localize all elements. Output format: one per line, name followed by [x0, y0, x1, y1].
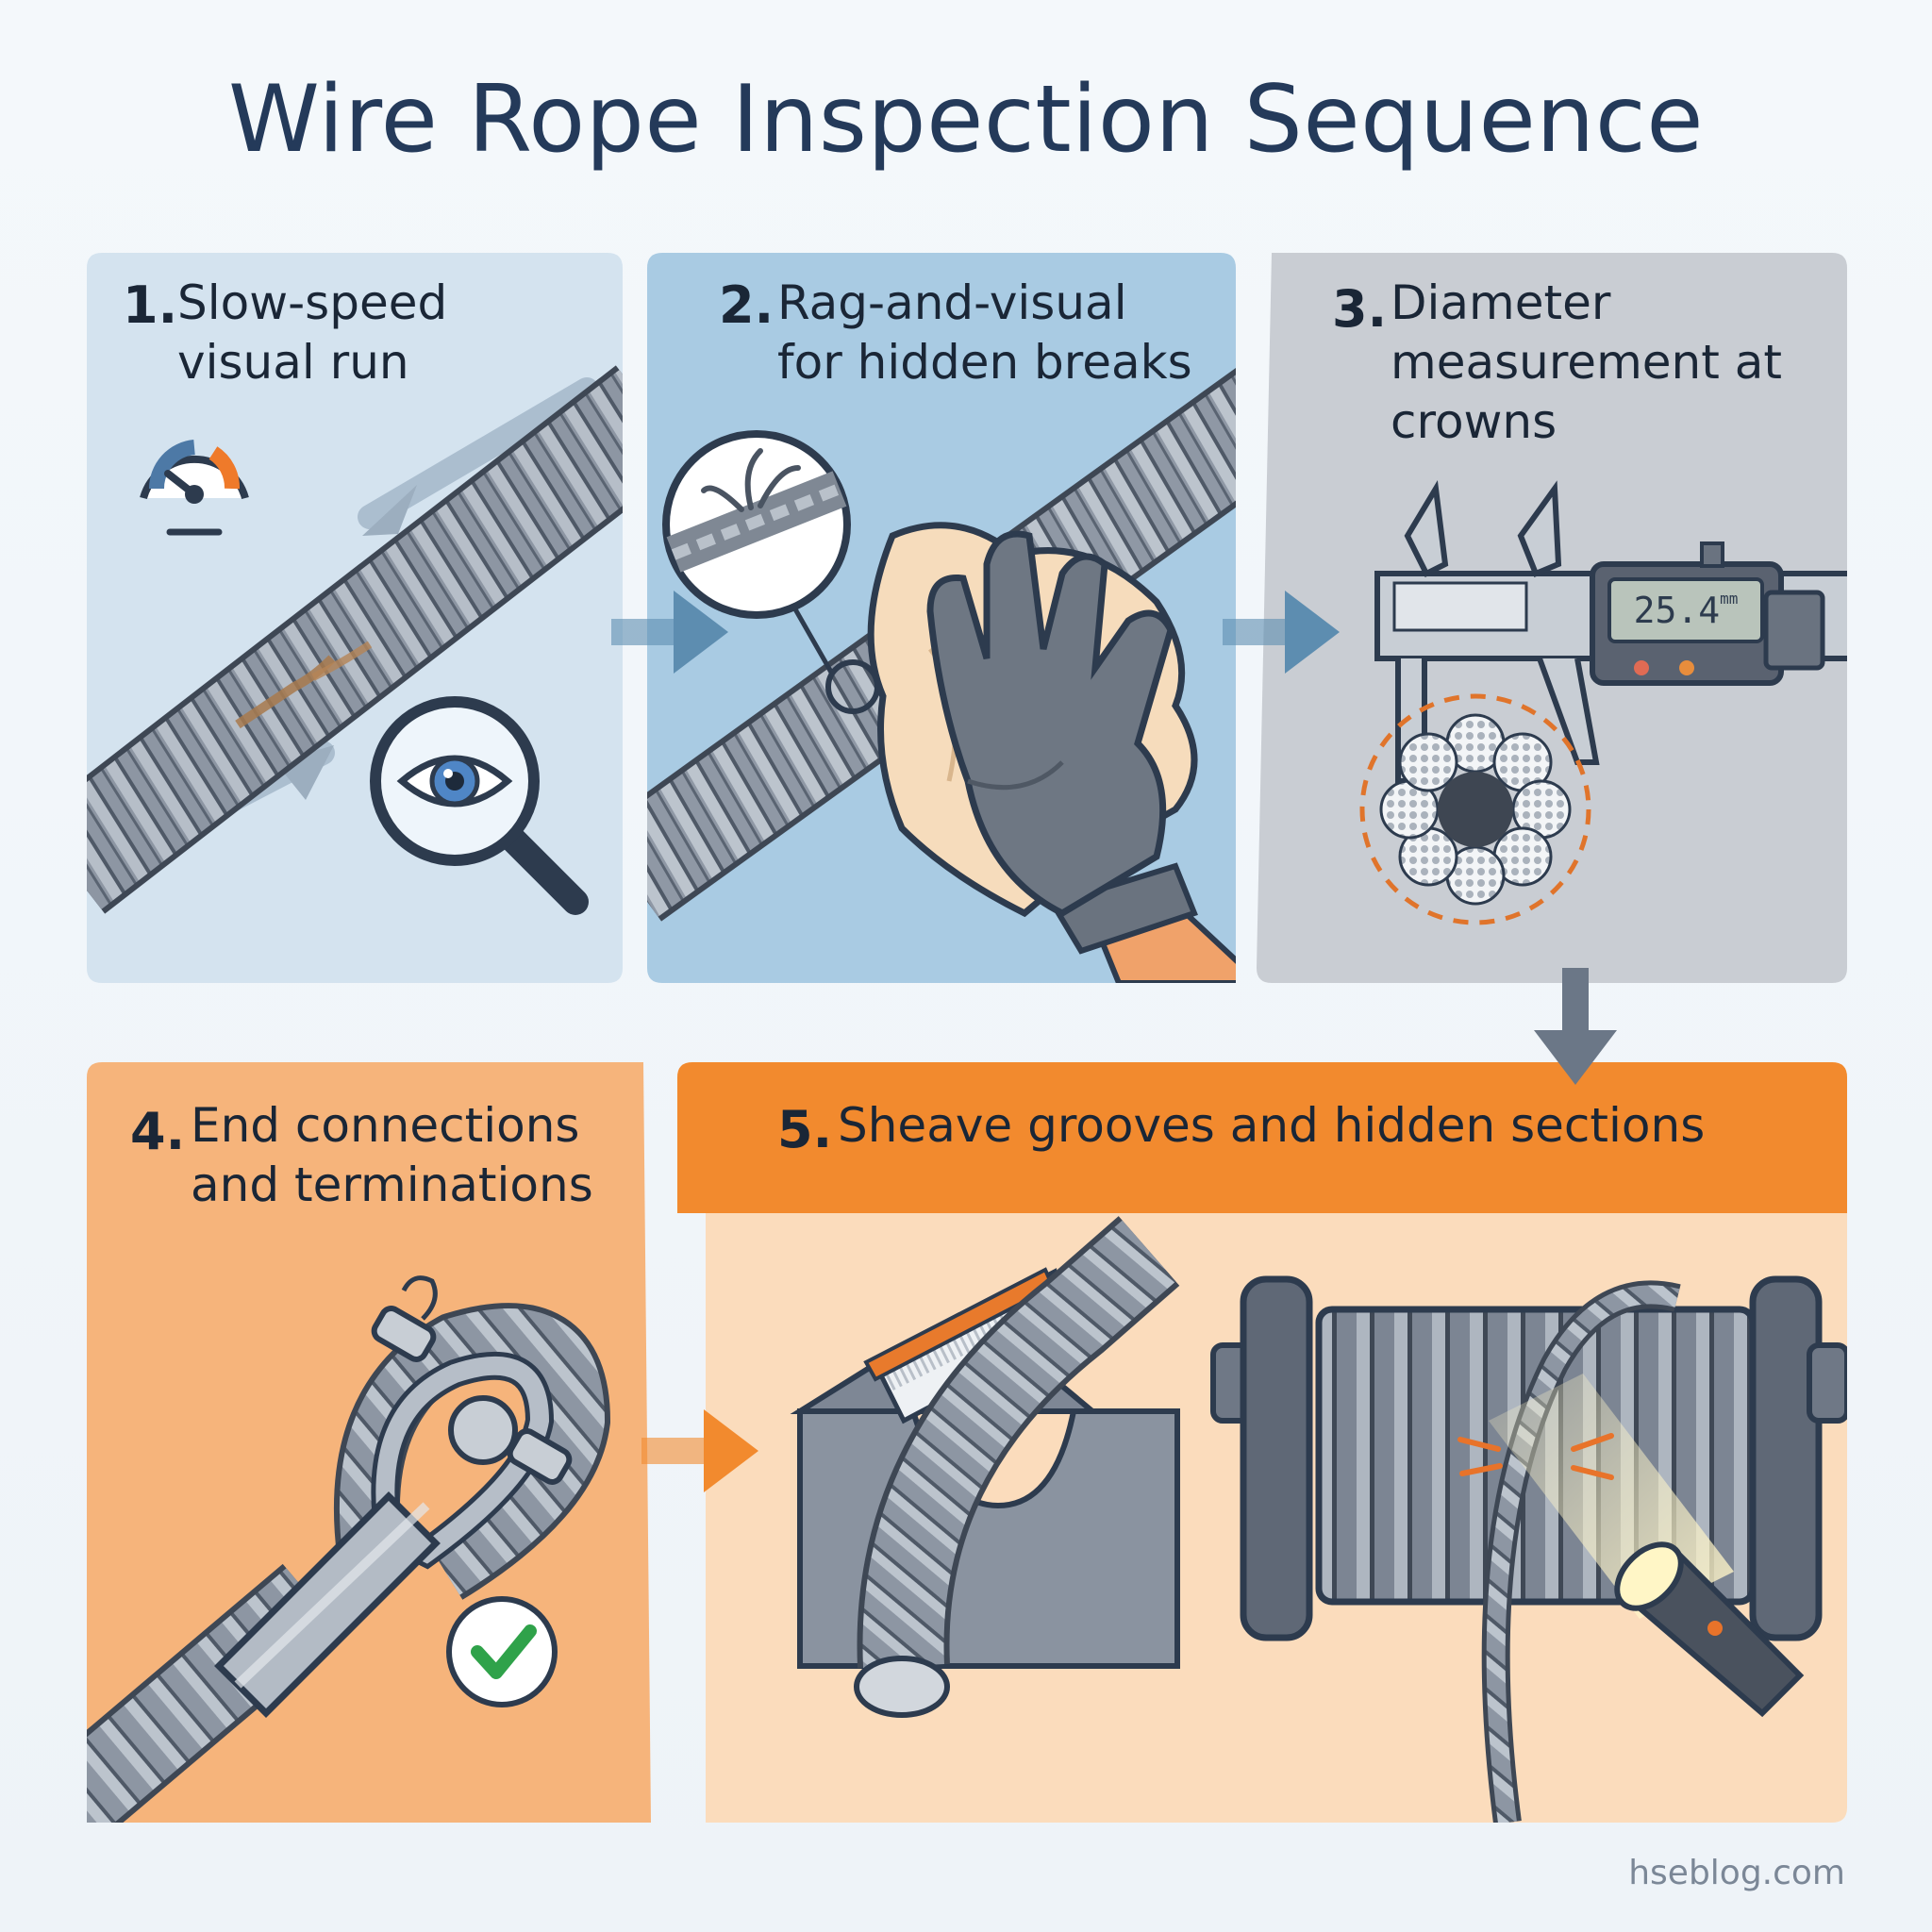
caliper-readout: 25.4 — [1633, 590, 1721, 631]
step-1-line-2: visual run — [177, 335, 409, 390]
step-3-number: 3. — [1332, 279, 1388, 339]
check-icon — [446, 1596, 558, 1707]
step-3-line-3: crowns — [1391, 394, 1557, 449]
footer-credit[interactable]: hseblog.com — [1628, 1854, 1845, 1892]
step-1-number: 1. — [123, 275, 178, 335]
sheave-groove-icon — [790, 1216, 1180, 1718]
flashlight-icon — [1614, 1541, 1805, 1718]
step-4-line-1: End connections — [191, 1098, 580, 1153]
caliper-display: 25.4mm — [1609, 579, 1762, 641]
step-2-line-1: Rag-and-visual — [777, 275, 1127, 330]
step-2-panel: 2. Rag-and-visual for hidden breaks — [647, 253, 1236, 983]
glove-icon — [926, 530, 1236, 983]
step-2-line-2: for hidden breaks — [777, 335, 1192, 390]
caliper-unit: mm — [1720, 590, 1739, 608]
magnifier-eye-icon — [370, 696, 589, 915]
step-4-number: 4. — [130, 1102, 186, 1161]
step-3-panel: 25.4mm 3. Diameter measurement at crowns — [1257, 253, 1847, 983]
step-5-line-1: Sheave grooves and hidden sections — [838, 1098, 1706, 1153]
wire-rope — [87, 365, 623, 914]
step-1-panel: 1. Slow-speed visual run — [87, 253, 623, 983]
step-5-panel: 5. Sheave grooves and hidden sections — [677, 1062, 1847, 1823]
speedometer-icon — [140, 440, 249, 536]
rope-cross-section-icon — [1359, 693, 1591, 925]
step-3-line-1: Diameter — [1391, 275, 1611, 330]
step-3-line-2: measurement at — [1391, 335, 1782, 390]
arrow-3-to-5 — [1534, 968, 1617, 1085]
drum-icon — [1210, 1275, 1847, 1823]
step-5-number: 5. — [777, 1100, 833, 1159]
step-1-line-1: Slow-speed — [177, 275, 448, 330]
broken-wire-zoom-icon — [662, 430, 880, 714]
shackle-thimble-icon — [214, 1275, 573, 1718]
caliper-icon — [1374, 480, 1847, 784]
step-2-number: 2. — [719, 275, 774, 335]
arrow-2-to-3 — [1223, 591, 1340, 674]
arrow-1-to-2 — [611, 591, 728, 674]
step-4-line-2: and terminations — [191, 1158, 593, 1212]
step-4-panel: 4. End connections and terminations — [87, 1062, 651, 1823]
page-title: Wire Rope Inspection Sequence — [227, 66, 1705, 174]
arrow-4-to-5 — [641, 1409, 758, 1492]
